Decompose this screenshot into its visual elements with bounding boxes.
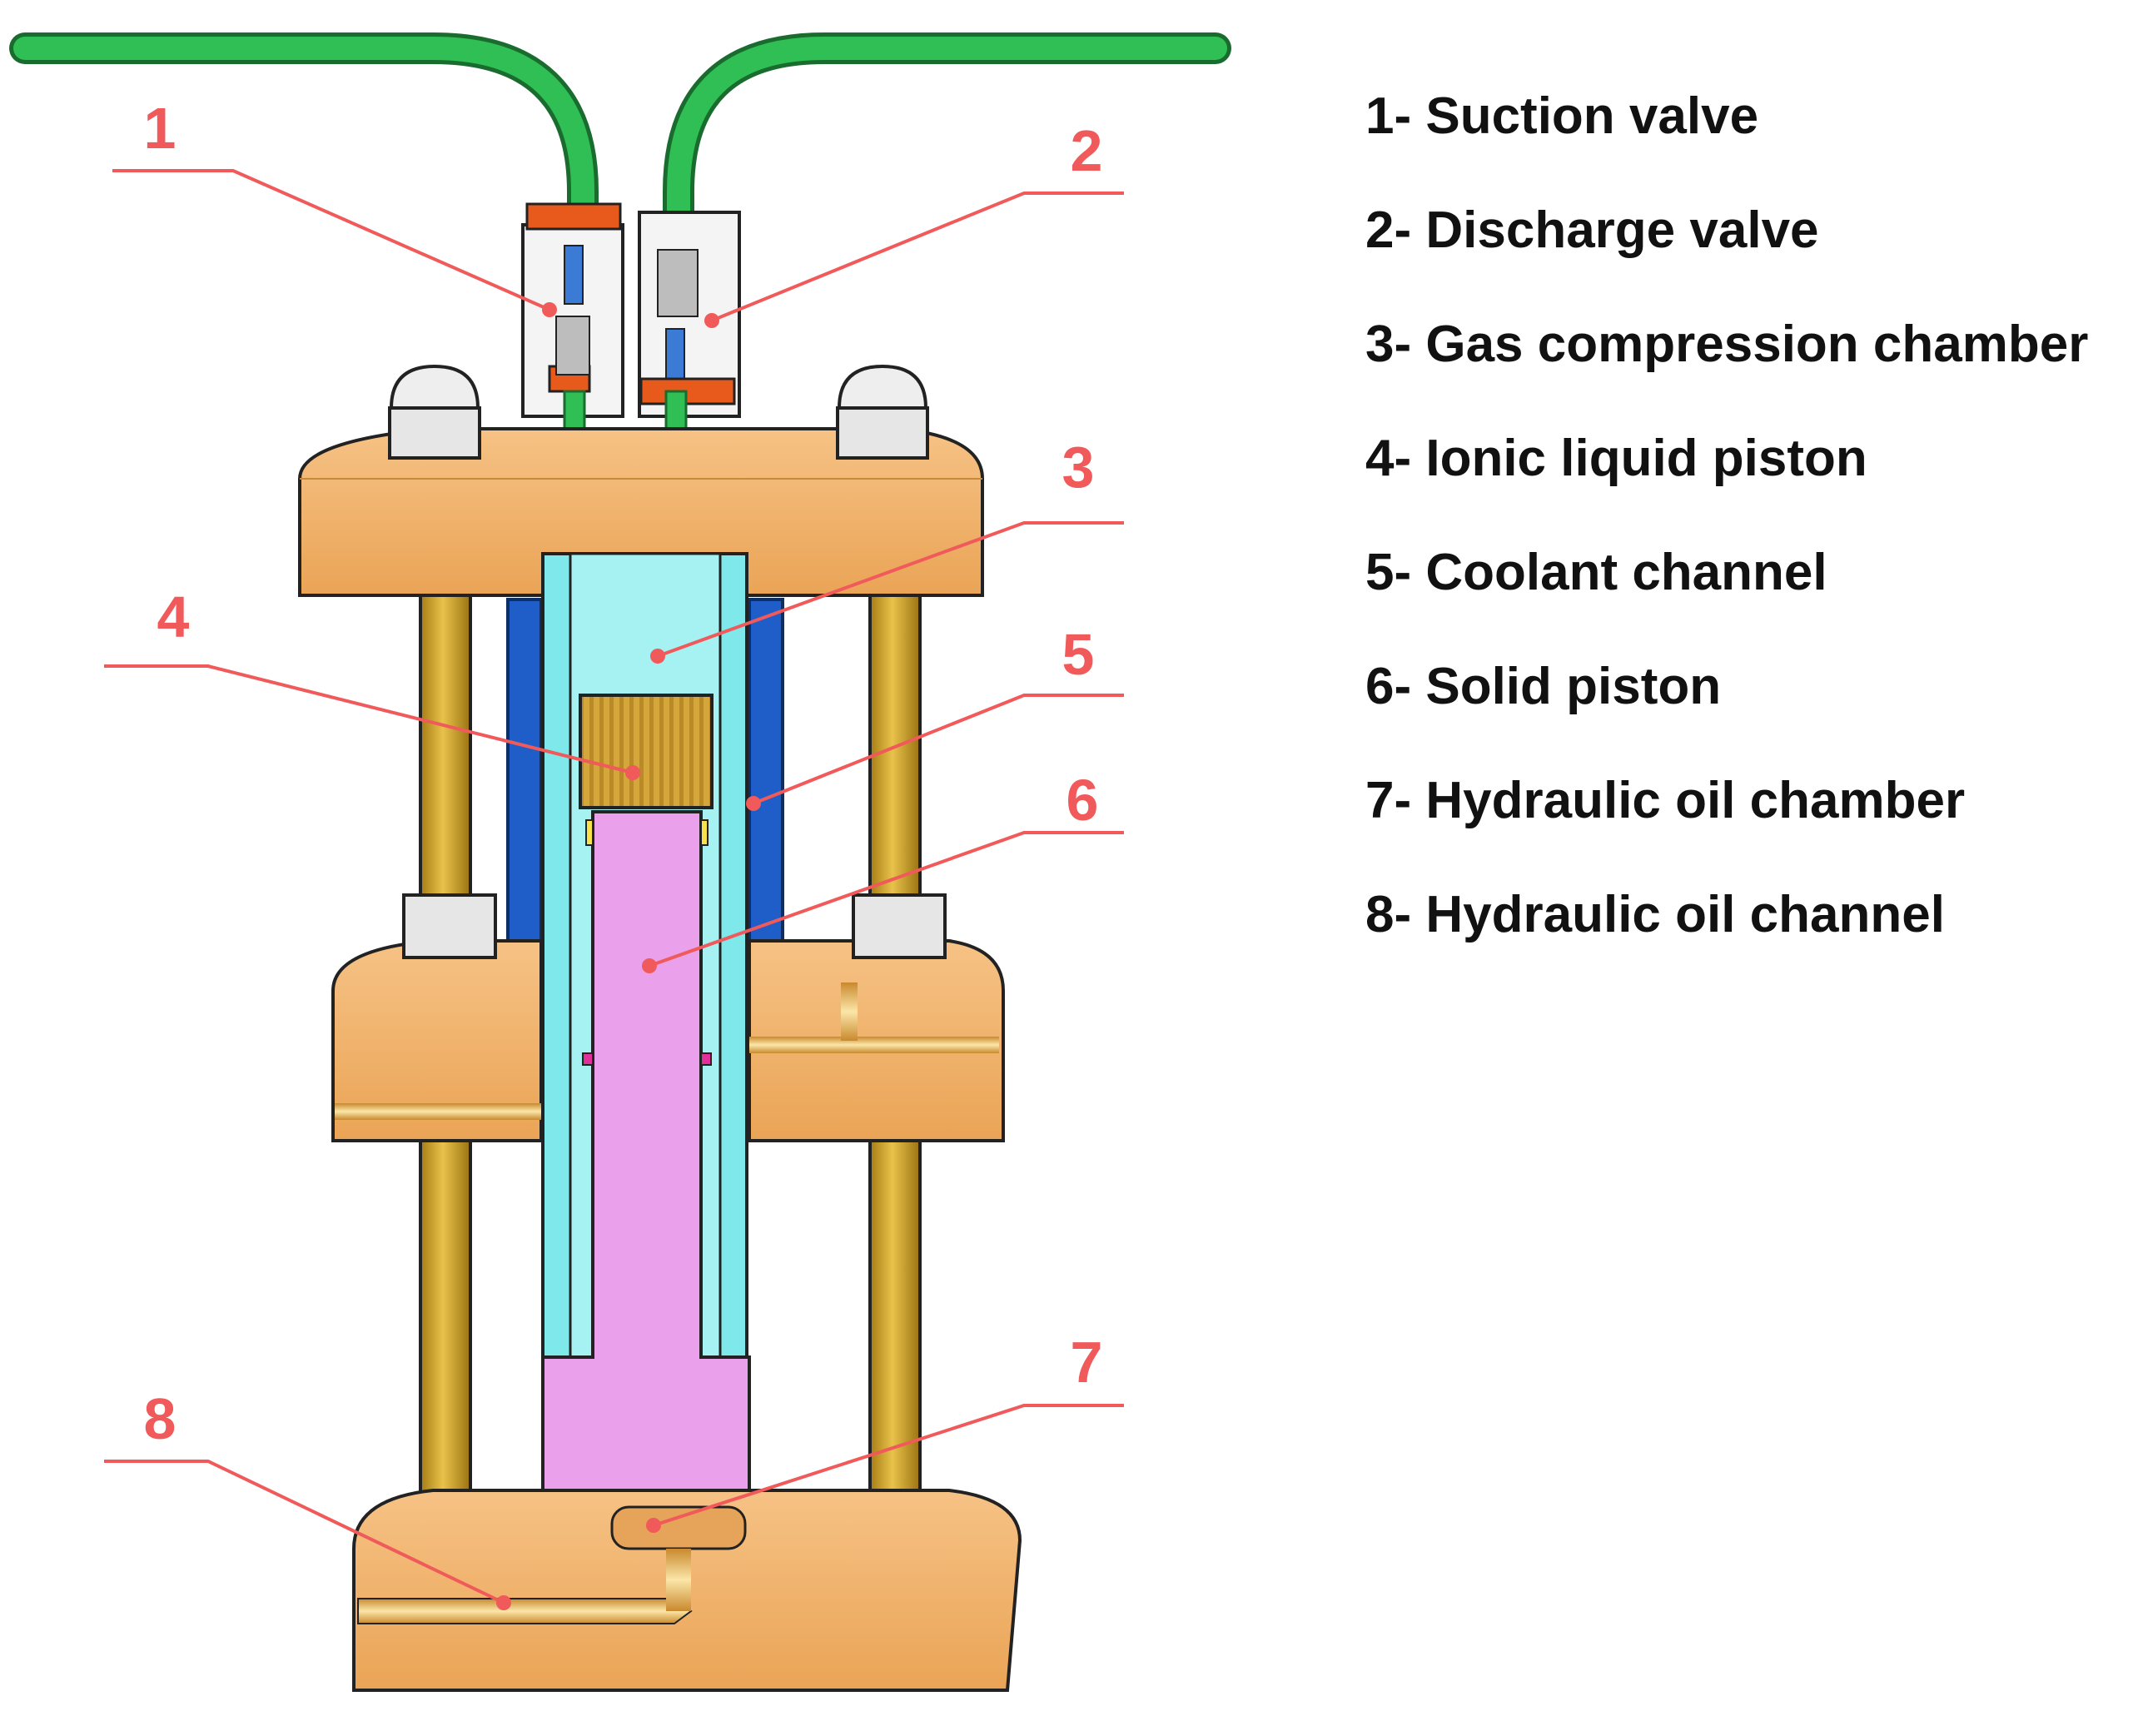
suction-valve-body bbox=[521, 202, 624, 543]
callout-2: 2 bbox=[1071, 118, 1103, 183]
callout-7: 7 bbox=[1071, 1330, 1103, 1395]
gas-outlet-tube bbox=[663, 32, 1231, 266]
callout-3: 3 bbox=[1062, 435, 1095, 500]
legend-item-solid-piston: 6- Solid piston bbox=[1365, 658, 1722, 715]
ionic-liquid-piston bbox=[579, 694, 713, 809]
legend-item-suction-valve: 1- Suction valve bbox=[1365, 87, 1759, 145]
callout-5: 5 bbox=[1062, 622, 1095, 687]
middle-nut-left bbox=[402, 893, 497, 959]
middle-plate bbox=[331, 939, 1005, 1142]
discharge-valve-body bbox=[638, 211, 741, 543]
leader-lines bbox=[104, 169, 1124, 1610]
coolant-jacket bbox=[506, 598, 784, 988]
legend-item-hydraulic-oil-channel: 8- Hydraulic oil channel bbox=[1365, 886, 1945, 943]
legend-item-gas-compression-chamber: 3- Gas compression chamber bbox=[1365, 316, 2089, 373]
legend-item-discharge-valve: 2- Discharge valve bbox=[1365, 201, 1819, 259]
callout-4: 4 bbox=[157, 584, 190, 649]
gas-inlet-tube bbox=[9, 32, 599, 266]
top-nut-left bbox=[388, 364, 481, 460]
callout-8: 8 bbox=[144, 1386, 177, 1451]
callout-1: 1 bbox=[144, 96, 177, 161]
bottom-plate bbox=[352, 1489, 1022, 1692]
middle-nut-right bbox=[852, 893, 947, 959]
callout-6: 6 bbox=[1067, 768, 1099, 833]
legend-item-hydraulic-oil-chamber: 7- Hydraulic oil chamber bbox=[1365, 772, 1966, 829]
legend-item-coolant-channel: 5- Coolant channel bbox=[1365, 544, 1827, 601]
legend-item-ionic-liquid-piston: 4- Ionic liquid piston bbox=[1365, 430, 1867, 487]
legend: 1- Suction valve 2- Discharge valve 3- G… bbox=[1365, 83, 2088, 996]
top-nut-right bbox=[836, 364, 929, 460]
